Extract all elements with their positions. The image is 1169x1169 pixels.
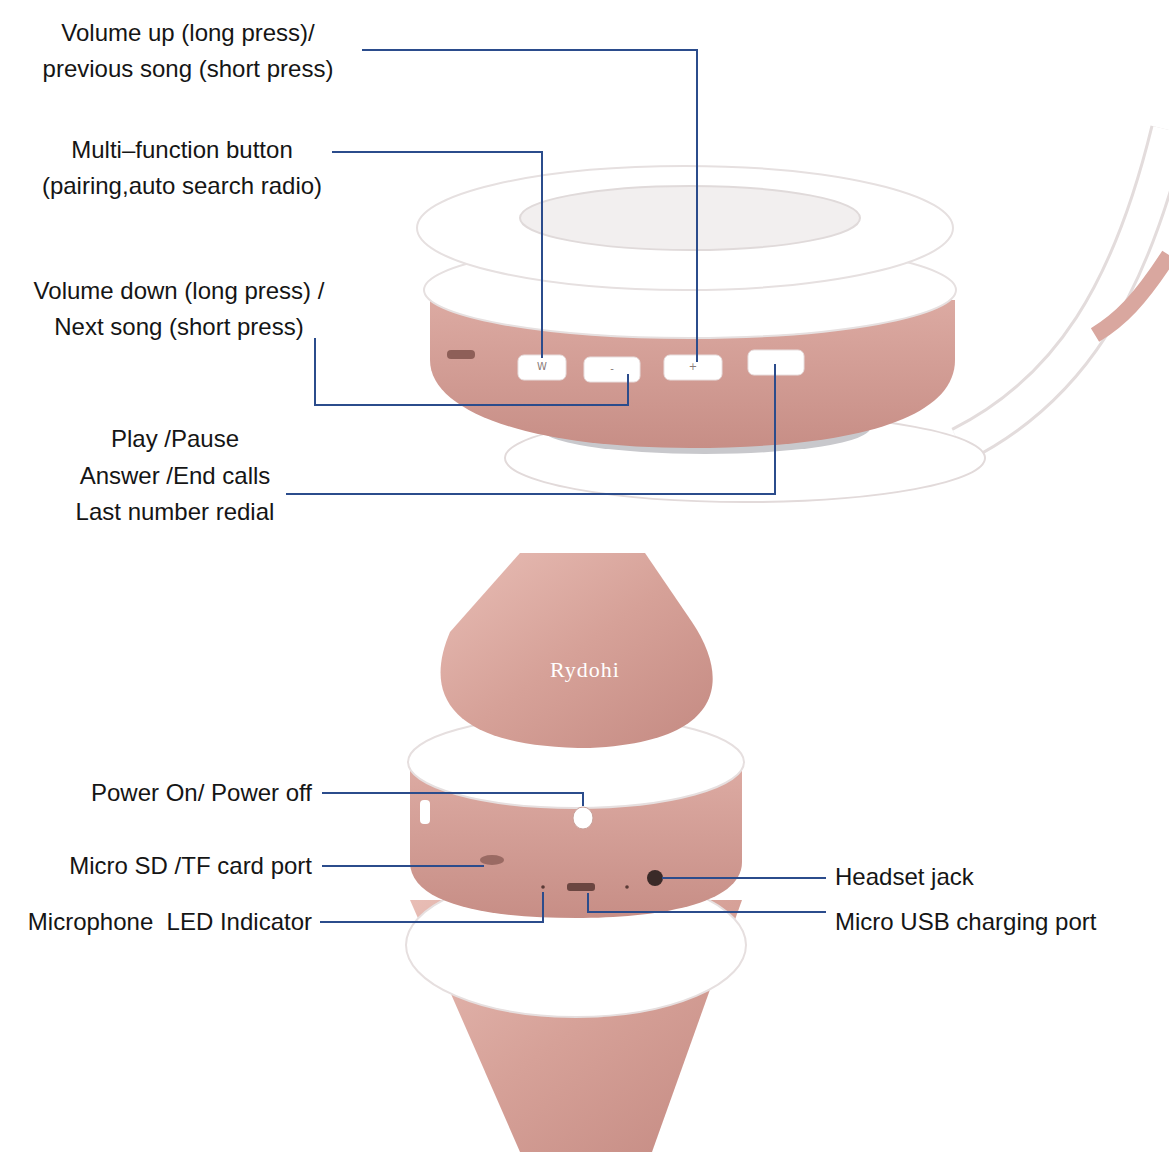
callout-label: Answer /End calls [25,458,325,494]
callout-label: Multi–function button (pairing,auto sear… [27,132,337,204]
callout-label: Microphone LED Indicator [28,904,312,940]
callout-label: Play /Pause [25,421,325,457]
callout-label: Last number redial [25,494,325,530]
callout-label: Micro SD /TF card port [69,848,312,884]
callout-label: Headset jack [835,859,974,895]
callout-label: Volume down (long press) / Next song (sh… [16,273,342,345]
callout-label: Micro USB charging port [835,904,1096,940]
button-glyph: - [602,363,622,375]
brand-logo: Rydohi [525,657,645,683]
callout-label: Volume up (long press)/ previous song (s… [28,15,348,87]
button-glyph: + [683,361,703,373]
button-glyph: W [532,361,552,373]
callout-label: Power On/ Power off [91,775,312,811]
